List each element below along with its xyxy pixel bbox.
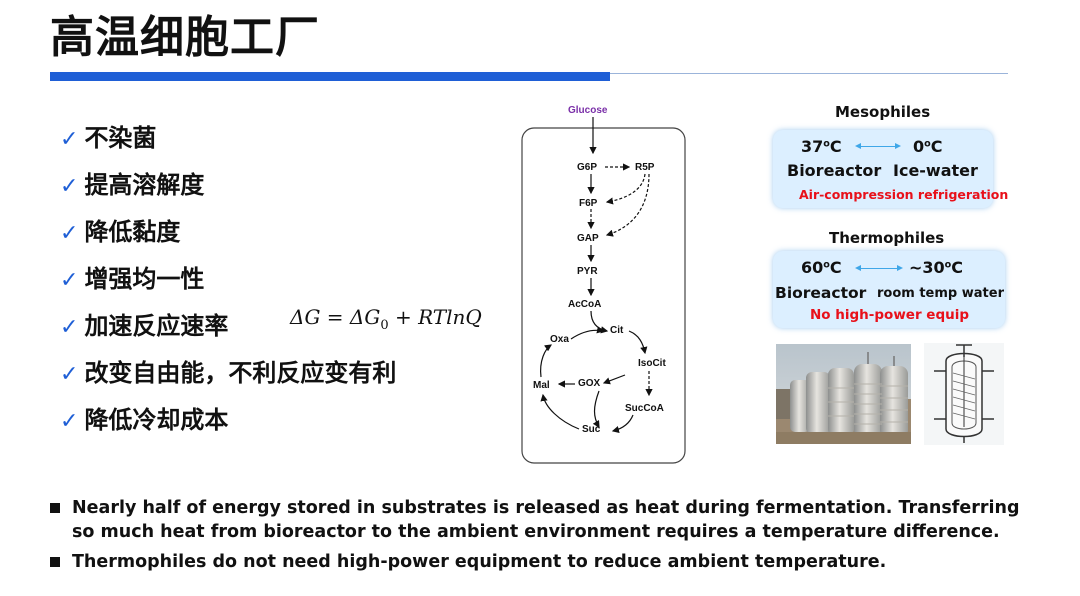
metabolite-pyr: PYR	[577, 266, 598, 277]
formula-subscript: 0	[380, 318, 389, 333]
formula-rtlnq: RTlnQ	[418, 305, 482, 329]
check-icon: ✓	[60, 127, 79, 152]
formula-plus: +	[394, 305, 412, 329]
checklist-item: ✓改变自由能，不利反应变有利	[60, 353, 396, 400]
mesophiles-title: Mesophiles	[835, 103, 931, 121]
mesophiles-temp-left: 37oC	[801, 137, 842, 156]
square-bullet-icon	[50, 557, 60, 567]
arrow-gox-suc	[592, 390, 600, 429]
checklist-item: ✓加速反应速率	[60, 306, 396, 353]
slide-title: 高温细胞工厂	[50, 12, 320, 63]
note-text: Nearly half of energy stored in substrat…	[72, 498, 1020, 542]
check-icon: ✓	[60, 268, 79, 293]
thermophiles-temp-left: 60oC	[801, 258, 842, 277]
metabolic-pathway-diagram: Glucose G6P R5P F6P GAP PYR AcCoA Cit Ox…	[521, 105, 686, 464]
bidirectional-arrow-icon	[855, 143, 901, 149]
title-underline-accent	[50, 72, 610, 81]
checklist-item-label: 降低冷却成本	[84, 406, 229, 434]
advantages-checklist: ✓不染菌 ✓提高溶解度 ✓降低黏度 ✓增强均一性 ✓加速反应速率 ✓改变自由能，…	[60, 118, 396, 447]
cell-boundary	[521, 127, 686, 464]
arrow-succoa-suc	[611, 414, 634, 434]
checklist-item-label: 提高溶解度	[84, 171, 205, 199]
thermophiles-label-left: Bioreactor	[775, 284, 867, 302]
arrow-suc-mal	[540, 393, 580, 430]
formula-delta-g0: ΔG	[349, 305, 381, 329]
checklist-item-label: 加速反应速率	[84, 312, 229, 340]
arrow-mal-oxa	[540, 344, 552, 378]
thermophiles-note: No high-power equip	[810, 307, 970, 323]
metabolite-gox: GOX	[578, 378, 601, 389]
mesophiles-temp-right: 0oC	[913, 137, 943, 156]
metabolite-mal: Mal	[533, 380, 550, 391]
metabolite-gap: GAP	[577, 233, 599, 244]
explanation-notes: Nearly half of energy stored in substrat…	[48, 496, 1048, 580]
check-icon: ✓	[60, 174, 79, 199]
arrow-r5p-gap	[605, 173, 650, 237]
mesophiles-label-left: Bioreactor	[787, 161, 882, 180]
checklist-item: ✓提高溶解度	[60, 165, 396, 212]
checklist-item: ✓降低冷却成本	[60, 400, 396, 447]
check-icon: ✓	[60, 315, 79, 340]
mesophiles-note: Air-compression refrigeration	[799, 187, 1009, 202]
metabolite-succoa: SucCoA	[625, 403, 664, 414]
arrow-cit-isocit	[628, 330, 648, 355]
jacketed-bioreactor-schematic	[924, 343, 1004, 445]
checklist-item-label: 不染菌	[84, 124, 157, 152]
thermophiles-label-right: room temp water	[877, 286, 1004, 301]
square-bullet-icon	[50, 503, 60, 513]
metabolite-g6p: G6P	[577, 162, 597, 173]
metabolite-glucose: Glucose	[568, 105, 608, 116]
metabolite-f6p: F6P	[579, 198, 598, 209]
checklist-item-label: 增强均一性	[84, 265, 205, 293]
metabolite-r5p: R5P	[635, 162, 655, 173]
arrow-accoa-cit	[590, 310, 609, 334]
metabolite-cit: Cit	[610, 325, 624, 336]
checklist-item-label: 降低黏度	[84, 218, 181, 246]
metabolite-isocit: IsoCit	[638, 358, 666, 369]
mesophiles-panel: 37oC 0oC Bioreactor Ice-water Air-compre…	[773, 130, 1008, 208]
note-item: Thermophiles do not need high-power equi…	[48, 550, 1048, 574]
metabolite-accoa: AcCoA	[568, 299, 601, 310]
check-icon: ✓	[60, 221, 79, 246]
metabolite-suc: Suc	[582, 424, 601, 435]
thermophiles-temp-right: ~30oC	[909, 258, 964, 277]
bioreactor-tanks-photo	[776, 344, 911, 444]
checklist-item-label: 改变自由能，不利反应变有利	[84, 359, 397, 387]
mesophiles-label-right: Ice-water	[893, 161, 978, 180]
note-text: Thermophiles do not need high-power equi…	[72, 552, 887, 572]
check-icon: ✓	[60, 409, 79, 434]
gibbs-free-energy-formula: ΔG = ΔG0 + RTlnQ	[290, 305, 482, 333]
checklist-item: ✓增强均一性	[60, 259, 396, 306]
metabolite-oxa: Oxa	[550, 334, 569, 345]
checklist-item: ✓降低黏度	[60, 212, 396, 259]
note-item: Nearly half of energy stored in substrat…	[48, 496, 1048, 544]
thermophiles-title: Thermophiles	[829, 229, 945, 247]
arrow-r5p-f6p	[605, 173, 646, 205]
arrow-oxa-cit	[570, 326, 605, 340]
thermophiles-panel: 60oC ~30oC Bioreactor room temp water No…	[773, 251, 1005, 328]
formula-delta-g: ΔG	[290, 305, 321, 329]
checklist-item: ✓不染菌	[60, 118, 396, 165]
arrow-isocit-gox	[602, 374, 626, 385]
check-icon: ✓	[60, 362, 79, 387]
bidirectional-arrow-icon	[855, 265, 903, 271]
formula-equals: =	[326, 305, 344, 329]
